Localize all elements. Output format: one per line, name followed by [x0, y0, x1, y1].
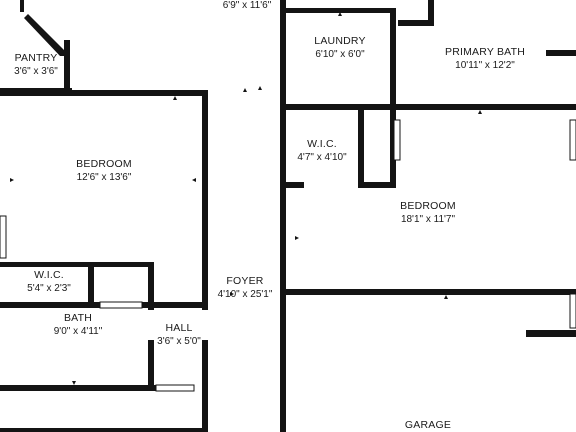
bedroom-right-label: BEDROOM 18'1" x 11'7" — [400, 200, 456, 226]
wic-right-bottom-wall — [358, 182, 396, 188]
laundry-top-wall — [286, 8, 394, 13]
laundry-right-wall — [390, 8, 396, 108]
foyer-name: FOYER — [226, 275, 264, 287]
wic-left-dims: 5'4" x 2'3" — [27, 283, 71, 294]
bath-label: BATH 9'0" x 4'11" — [54, 312, 103, 338]
wic-window — [393, 119, 401, 161]
wic-left-right-wall — [148, 262, 154, 310]
tick-mark — [230, 292, 234, 296]
tick-mark — [338, 12, 342, 16]
wic-right-label: W.I.C. 4'7" x 4'10" — [297, 138, 346, 164]
pantry-label: PANTRY 3'6" x 3'6" — [14, 52, 58, 78]
pantry-door-frame — [20, 0, 24, 12]
garage-window — [569, 293, 576, 329]
tick-mark — [444, 295, 448, 299]
bedroom-left-bottom-wall — [0, 262, 154, 267]
primary-bath-top-wall — [398, 20, 434, 26]
foyer-dims: 4'10" x 25'1" — [217, 289, 273, 300]
hall-right-wall — [202, 340, 208, 432]
bedroom-left-name: BEDROOM — [76, 158, 132, 170]
primary-bath-corner-wall — [428, 0, 434, 26]
tick-mark — [258, 86, 262, 90]
hall-dims: 3'6" x 5'0" — [157, 336, 201, 347]
bedroom-left-top-wall — [0, 90, 208, 96]
tick-mark — [10, 178, 14, 182]
primary-bath-name: PRIMARY BATH — [444, 46, 526, 58]
bedroom-right-dims: 18'1" x 11'7" — [400, 214, 456, 225]
tick-mark — [72, 381, 76, 385]
foyer-label: FOYER 4'10" x 25'1" — [218, 275, 273, 301]
garage-name: GARAGE — [404, 419, 452, 431]
wic-right-bottom-left-wall — [286, 182, 304, 188]
laundry-name: LAUNDRY — [314, 35, 366, 47]
right-window — [569, 119, 576, 161]
tick-mark — [295, 236, 299, 240]
bottom-left-wall — [0, 428, 208, 432]
garage-wall-stub — [526, 330, 576, 337]
top-hall-label: 6'9" x 11'6" — [223, 0, 272, 12]
wic-right-name: W.I.C. — [307, 138, 337, 150]
tick-mark — [173, 96, 177, 100]
bedroom-left-label: BEDROOM 12'6" x 13'6" — [76, 158, 132, 184]
left-window — [0, 215, 7, 259]
bedroom-left-dims: 12'6" x 13'6" — [76, 172, 132, 183]
laundry-label: LAUNDRY 6'10" x 6'0" — [314, 35, 365, 61]
wic-left-name: W.I.C. — [34, 269, 64, 281]
wic-right-wall — [358, 104, 364, 188]
hall-door-sill — [155, 384, 195, 392]
wic-left-divider — [88, 262, 94, 306]
pantry-side-wall — [64, 40, 70, 94]
wic-right-side-wall — [390, 104, 396, 188]
tick-mark — [243, 88, 247, 92]
pantry-dims: 3'6" x 3'6" — [14, 66, 58, 77]
bath-window — [99, 301, 143, 309]
primary-bath-dims: 10'11" x 12'2" — [455, 60, 515, 71]
garage-label: GARAGE — [405, 419, 451, 432]
bath-dims: 9'0" x 4'11" — [53, 326, 103, 337]
foyer-right-wall — [280, 0, 286, 432]
bath-right-wall — [148, 340, 154, 391]
bath-bottom-wall — [0, 385, 158, 391]
wic-right-dims: 4'7" x 4'10" — [297, 152, 347, 163]
primary-bath-right-wall — [546, 50, 576, 56]
bedroom-right-bottom-wall — [286, 289, 576, 295]
tick-mark — [192, 178, 196, 182]
laundry-dims: 6'10" x 6'0" — [315, 49, 365, 60]
bath-name: BATH — [63, 312, 93, 324]
tick-mark — [478, 110, 482, 114]
bedroom-left-right-wall — [202, 90, 208, 310]
primary-bath-label: PRIMARY BATH 10'11" x 12'2" — [445, 46, 525, 72]
bedroom-right-name: BEDROOM — [400, 200, 456, 212]
wic-left-label: W.I.C. 5'4" x 2'3" — [27, 269, 71, 295]
pantry-angled-wall — [24, 14, 64, 56]
bedroom-right-top-wall — [286, 104, 576, 110]
pantry-name: PANTRY — [14, 52, 58, 64]
top-hall-dims: 6'9" x 11'6" — [222, 0, 272, 11]
hall-name: HALL — [165, 322, 193, 334]
hall-label: HALL 3'6" x 5'0" — [157, 322, 201, 348]
